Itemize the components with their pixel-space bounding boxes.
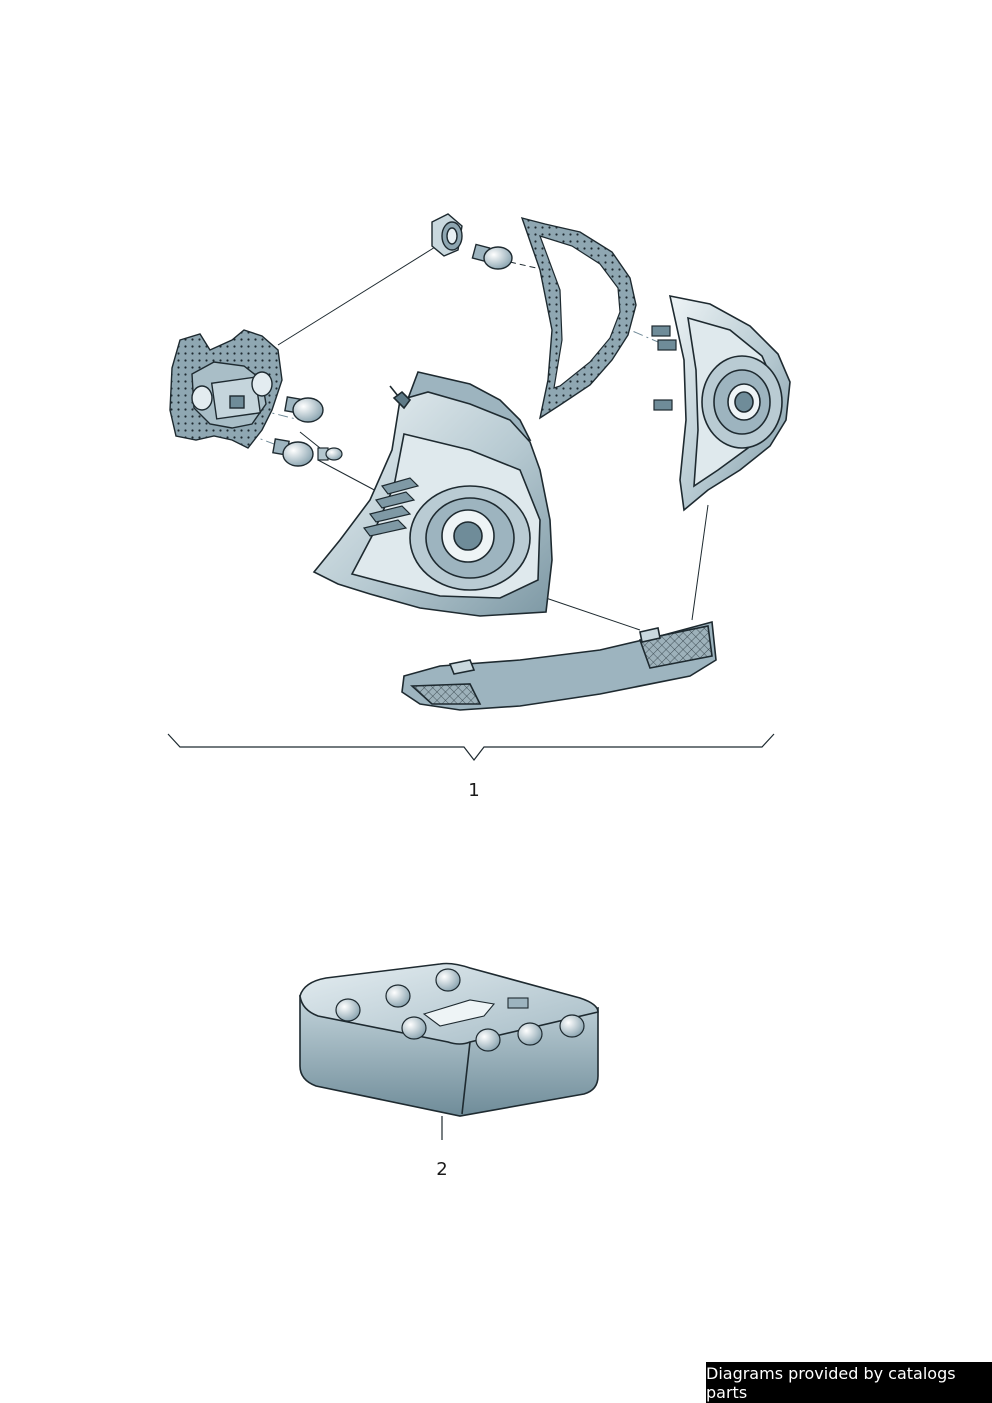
housing-ribs	[362, 477, 420, 537]
bulb-holder-plate	[169, 329, 283, 449]
footer-credit-text: Diagrams provided by catalogs parts	[706, 1363, 956, 1402]
assembly-bracket	[167, 733, 775, 761]
bulb-socket	[431, 213, 463, 257]
side-lamp-unit	[651, 294, 791, 512]
bulb-left-upper	[284, 396, 324, 423]
reflector-strip	[401, 620, 717, 711]
callout-label-2: 2	[436, 1159, 447, 1180]
mounting-studs	[651, 325, 677, 411]
wedge-bulb	[317, 447, 343, 461]
lamp-gasket	[520, 216, 637, 420]
kit-bulbs	[335, 968, 585, 1052]
footer-credit-bar: Diagrams provided by catalogs parts	[706, 1362, 992, 1403]
bulb-top	[471, 243, 513, 270]
bulb-left-lower	[272, 438, 314, 467]
callout-label-1: 1	[468, 780, 479, 801]
spare-bulb-kit-box	[299, 962, 599, 1117]
tail-light-housing	[312, 371, 553, 617]
